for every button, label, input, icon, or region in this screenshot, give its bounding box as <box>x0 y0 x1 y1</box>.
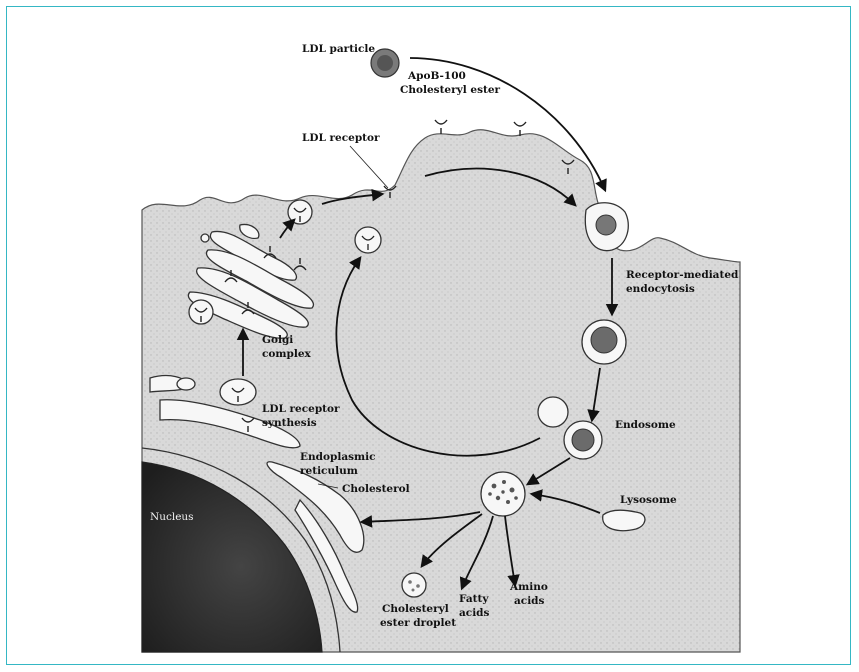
lysosome <box>603 510 645 530</box>
label-synthesis-1: LDL receptor <box>262 403 340 415</box>
label-ester-droplet-1: Cholesteryl <box>382 603 449 615</box>
label-cholesterol: Cholesterol <box>342 483 410 495</box>
label-fatty-acids-2: acids <box>459 607 490 619</box>
ldl-receptor-leader <box>350 146 388 188</box>
label-fatty-acids-1: Fatty <box>459 593 489 605</box>
cholesteryl-ester-droplet <box>402 573 426 597</box>
label-er-2: reticulum <box>300 465 358 477</box>
label-nucleus: Nucleus <box>150 511 194 523</box>
label-ester-droplet-2: ester droplet <box>380 617 456 629</box>
label-golgi-1: Golgi <box>262 334 293 346</box>
label-lysosome: Lysosome <box>620 494 677 506</box>
label-synthesis-2: synthesis <box>262 417 317 429</box>
label-receptor-mediated-2: endocytosis <box>626 283 695 295</box>
label-cholesteryl-ester: Cholesteryl ester <box>400 84 501 96</box>
label-golgi-2: complex <box>262 348 312 360</box>
label-amino-acids-1: Amino <box>509 581 548 593</box>
lysosome-fusion-body <box>481 472 525 516</box>
label-receptor-mediated-1: Receptor-mediated <box>626 269 739 281</box>
label-apob100: ApoB-100 <box>407 70 466 82</box>
ldl-in-pit <box>596 215 616 235</box>
endosome-bud <box>538 397 568 427</box>
label-ldl-particle: LDL particle <box>302 43 375 55</box>
label-er-1: Endoplasmic <box>300 451 376 463</box>
label-ldl-receptor: LDL receptor <box>302 132 380 144</box>
label-amino-acids-2: acids <box>514 595 545 607</box>
label-endosome: Endosome <box>615 419 676 431</box>
